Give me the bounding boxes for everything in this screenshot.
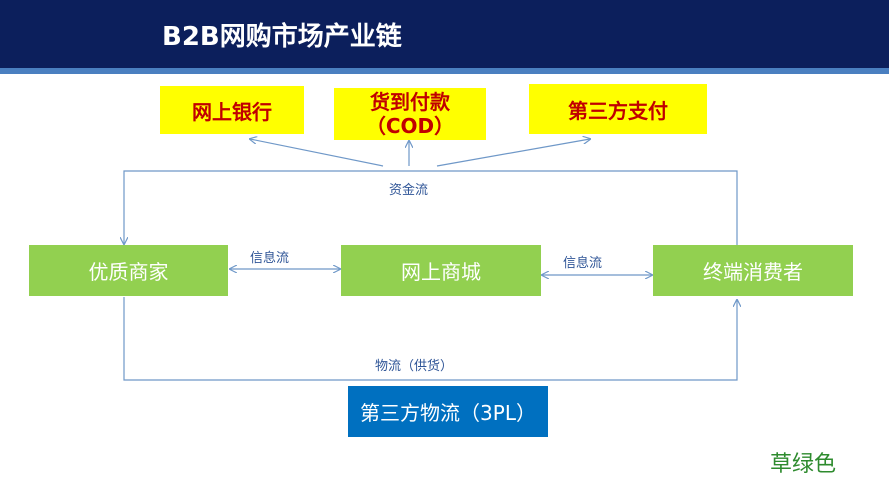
header-bar bbox=[0, 0, 889, 68]
logistics-label: 第三方物流（3PL） bbox=[360, 401, 536, 425]
online-mall-label: 网上商城 bbox=[401, 260, 481, 284]
online-mall-box: 网上商城 bbox=[341, 245, 541, 296]
online-bank-box: 网上银行 bbox=[160, 86, 304, 134]
consumer-label: 终端消费者 bbox=[703, 260, 803, 284]
merchant-label: 优质商家 bbox=[88, 260, 169, 284]
online-bank-label: 网上银行 bbox=[192, 99, 272, 124]
cod-label-line1: 货到付款 bbox=[370, 90, 450, 114]
third-party-payment-box: 第三方支付 bbox=[529, 84, 707, 134]
goods-flow-line bbox=[123, 297, 737, 381]
capital-flow-line bbox=[124, 170, 738, 245]
arrow-to-bank bbox=[250, 139, 384, 167]
goods-flow-label: 物流（供货） bbox=[375, 359, 454, 374]
capital-flow-label: 资金流 bbox=[389, 183, 429, 198]
info-flow-left-label: 信息流 bbox=[250, 251, 290, 266]
third-party-payment-label: 第三方支付 bbox=[568, 98, 668, 123]
arrow-to-third-party bbox=[436, 139, 590, 167]
cod-label-line2: （COD） bbox=[365, 114, 455, 138]
merchant-box: 优质商家 bbox=[29, 245, 228, 296]
consumer-box: 终端消费者 bbox=[653, 245, 853, 296]
cod-box: 货到付款 （COD） bbox=[334, 88, 486, 140]
color-note: 草绿色 bbox=[770, 452, 837, 477]
page-title: B2B网购市场产业链 bbox=[162, 22, 402, 52]
logistics-box: 第三方物流（3PL） bbox=[348, 386, 548, 437]
info-flow-right-label: 信息流 bbox=[563, 256, 603, 271]
header-divider bbox=[0, 68, 889, 74]
